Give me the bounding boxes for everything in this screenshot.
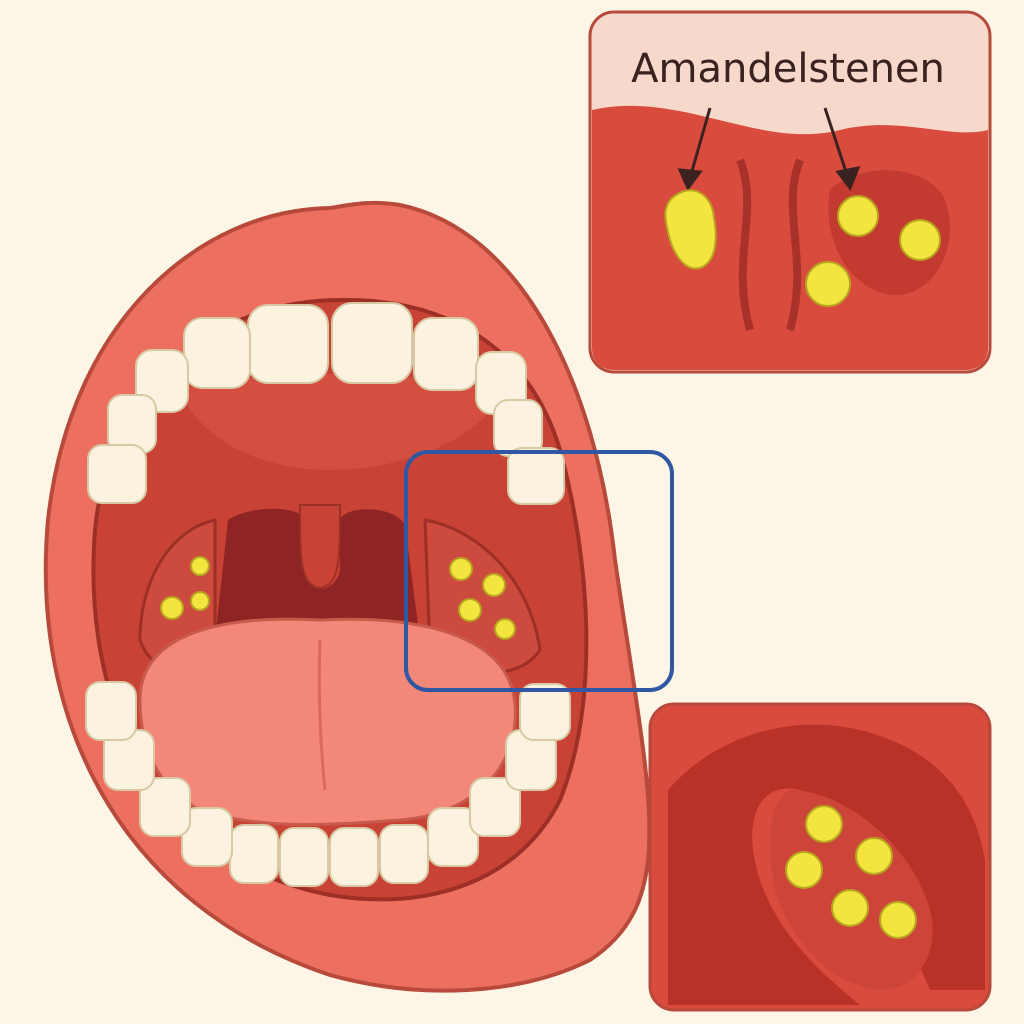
palate <box>180 373 500 470</box>
tonsil-stone <box>494 618 516 640</box>
tonsil-stone <box>190 556 210 576</box>
arrow-left <box>688 107 712 179</box>
label-arrows <box>677 107 861 192</box>
tooth <box>181 807 233 867</box>
tooth <box>183 317 251 389</box>
tooth <box>279 827 329 887</box>
tooth <box>413 317 479 391</box>
tooth <box>519 683 571 741</box>
callout-top: Amandelstenen <box>588 10 992 374</box>
tooth <box>469 777 521 837</box>
tooth <box>331 302 413 384</box>
highlight-box <box>404 450 674 692</box>
arrow-right <box>823 107 850 179</box>
tooth <box>139 777 191 837</box>
tonsil-stone <box>855 837 893 875</box>
tonsil-stone <box>160 596 184 620</box>
tonsil-stone <box>837 195 879 237</box>
tooth <box>379 824 429 884</box>
tonsil-stones-right <box>449 557 516 640</box>
tooth <box>85 681 137 741</box>
callout-top-stones <box>664 189 941 307</box>
tongue <box>138 617 517 826</box>
tonsil-stone <box>449 557 473 581</box>
tonsil-stone <box>458 598 482 622</box>
tonsil-stone <box>190 591 210 611</box>
callout-bottom-stones <box>785 805 917 939</box>
tonsil-stone <box>831 889 869 927</box>
callout-top-crypt <box>736 158 754 332</box>
tooth <box>329 827 379 887</box>
throat <box>215 508 420 640</box>
tooth <box>427 807 479 867</box>
open-mouth <box>43 200 652 993</box>
tonsil-stone <box>805 805 843 843</box>
callout-top-crypt <box>786 158 804 332</box>
tonsil-stones-left <box>160 556 210 620</box>
tooth <box>247 304 329 384</box>
lower-teeth <box>85 681 571 887</box>
tooth <box>229 824 279 884</box>
arrow-right-head <box>835 165 861 192</box>
uvula <box>298 504 342 590</box>
tonsil-stone <box>482 573 506 597</box>
tonsil-stone <box>664 189 717 270</box>
tonsil-stone <box>785 851 823 889</box>
callout-top-label: Amandelstenen <box>631 46 945 92</box>
tonsil-stone <box>805 261 851 307</box>
tooth <box>87 444 147 504</box>
upper-teeth <box>87 302 565 505</box>
tongue-groove <box>317 639 327 791</box>
tonsil-stone <box>879 901 917 939</box>
callout-bottom <box>648 702 992 1012</box>
tooth <box>507 447 565 505</box>
tonsil-stone <box>899 219 941 261</box>
arrow-left-head <box>677 168 703 191</box>
